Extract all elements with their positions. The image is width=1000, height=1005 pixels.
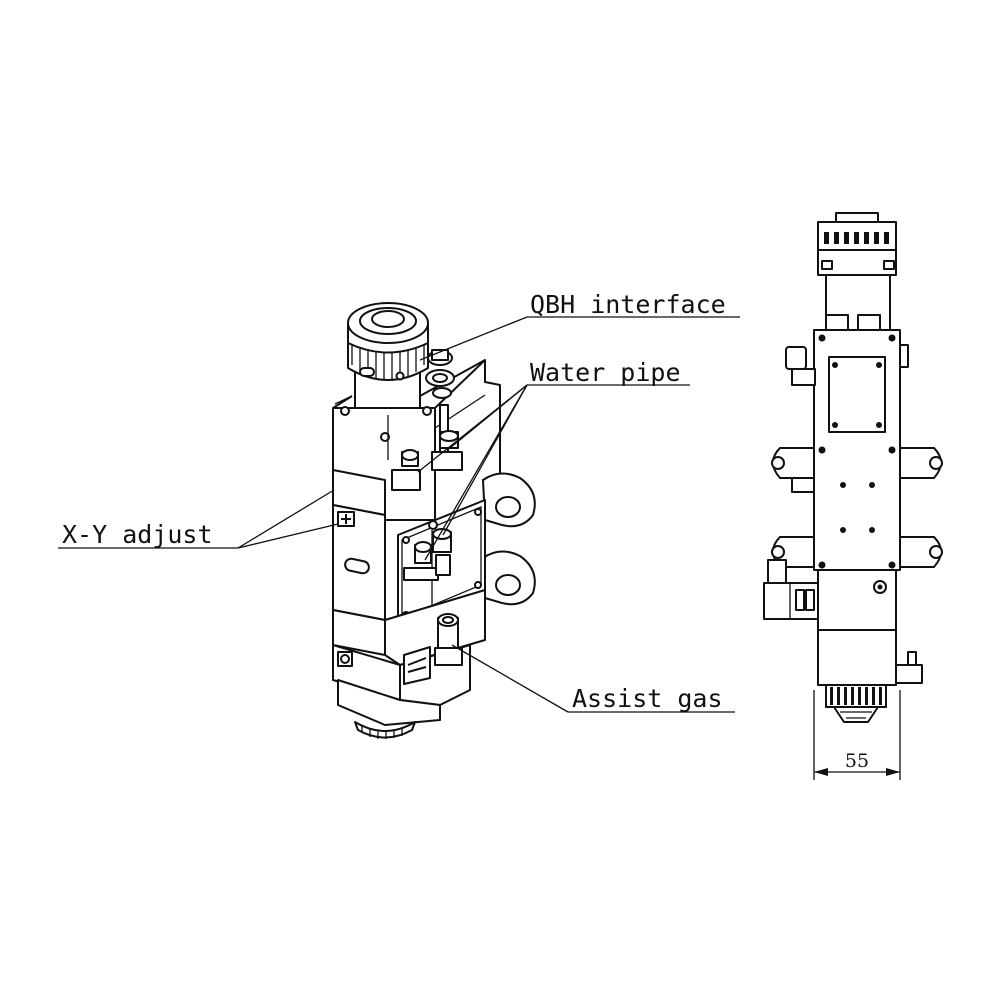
water-pipe-label: Water pipe <box>530 358 681 387</box>
assist-gas-label: Assist gas <box>572 684 723 713</box>
front-water-fitting <box>785 346 816 386</box>
leader-lines <box>58 316 740 713</box>
front-mount-ears <box>771 447 943 568</box>
front-nozzle <box>825 684 887 723</box>
mount-bracket <box>482 472 536 606</box>
cutting-head-front-view: 55 <box>763 212 943 780</box>
assist-gas-fitting <box>434 613 463 666</box>
lower-cover-plate <box>397 499 486 626</box>
lower-housing <box>332 589 486 739</box>
dimension-label: 55 <box>845 750 869 772</box>
width-dimension <box>813 690 901 780</box>
cutting-head-isometric-view <box>332 302 536 739</box>
x-y-adjust-section <box>332 469 386 621</box>
front-main-body <box>813 314 909 571</box>
upper-water-fittings <box>391 430 463 491</box>
x-y-adjust-label: X-Y adjust <box>62 520 213 549</box>
front-lower-housing <box>763 559 923 686</box>
qbh-interface-label: QBH interface <box>530 290 726 319</box>
front-qbh-top <box>817 212 897 331</box>
